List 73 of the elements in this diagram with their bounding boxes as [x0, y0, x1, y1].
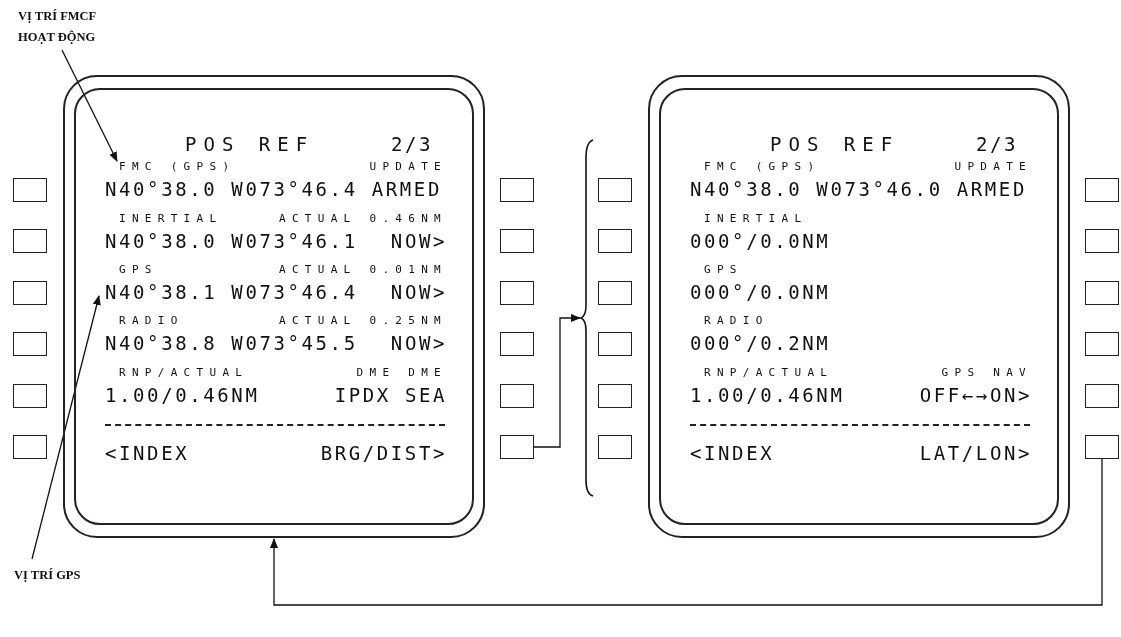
line-select-key [598, 384, 632, 408]
screen-text: 000°/0.0NM [690, 232, 831, 251]
display-screen [648, 75, 1070, 538]
screen-text: NOW> [390, 283, 447, 302]
line-select-key [13, 332, 47, 356]
line-select-key [500, 229, 534, 253]
screen-text: 000°/0.0NM [690, 283, 831, 302]
line-select-key [13, 435, 47, 459]
arrow [533, 314, 581, 448]
screen-text: <INDEX [105, 444, 190, 463]
line-select-key [13, 281, 47, 305]
line-select-key [1085, 281, 1119, 305]
screen-text: N40°38.8 W073°45.5 [105, 334, 358, 353]
line-select-key [1085, 384, 1119, 408]
screen-text: POS REF [185, 135, 315, 154]
line-select-key [1085, 229, 1119, 253]
line-select-key [500, 332, 534, 356]
screen-text: OFF←→ON> [919, 386, 1032, 405]
screen-text: LAT/LON> [919, 444, 1032, 463]
callout-label: VỊ TRÍ FMCF HOẠT ĐỘNG [18, 6, 128, 48]
screen-text: UPDATE [954, 161, 1032, 172]
screen-text: 2/3 [975, 135, 1018, 154]
screen-text: UPDATE [369, 161, 447, 172]
screen-text: NOW> [390, 232, 447, 251]
screen-text: RNP/ACTUAL [119, 367, 249, 378]
screen-text: RADIO [119, 315, 184, 326]
callout-label: VỊ TRÍ GPS [14, 565, 214, 586]
screen-text: BRG/DIST> [320, 444, 447, 463]
leader-line [61, 49, 118, 162]
line-select-key [500, 435, 534, 459]
screen-text: ACTUAL 0.46NM [279, 213, 447, 224]
screen-text: DME DME [356, 367, 447, 378]
line-select-key [500, 178, 534, 202]
leader-line [31, 295, 101, 560]
screen-text: N40°38.1 W073°46.4 [105, 283, 358, 302]
line-select-key [1085, 178, 1119, 202]
arrow [270, 458, 1103, 606]
screen-text: NOW> [390, 334, 447, 353]
screen-text: POS REF [770, 135, 900, 154]
line-select-key [598, 435, 632, 459]
screen-text: <INDEX [690, 444, 775, 463]
line-select-key [13, 384, 47, 408]
screen-text: 1.00/0.46NM [105, 386, 260, 405]
screen-text: N40°38.0 W073°46.4 ARMED [105, 180, 442, 199]
curly-brace [580, 138, 594, 498]
screen-text: INERTIAL [704, 213, 808, 224]
line-select-key [500, 281, 534, 305]
display-screen [63, 75, 485, 538]
screen-text: FMC (GPS) [119, 161, 236, 172]
line-select-key [598, 281, 632, 305]
screen-text: INERTIAL [119, 213, 223, 224]
screen-text: RNP/ACTUAL [704, 367, 834, 378]
line-select-key [13, 178, 47, 202]
line-select-key [598, 178, 632, 202]
screen-text: 2/3 [390, 135, 433, 154]
screen-text: 000°/0.2NM [690, 334, 831, 353]
screen-text: IPDX SEA [334, 386, 447, 405]
screen-text: N40°38.0 W073°46.1 [105, 232, 358, 251]
line-select-key [1085, 332, 1119, 356]
screen-text: 1.00/0.46NM [690, 386, 845, 405]
screen-text: N40°38.0 W073°46.0 ARMED [690, 180, 1027, 199]
line-select-key [598, 229, 632, 253]
screen-text: ACTUAL 0.01NM [279, 264, 447, 275]
screen-text: FMC (GPS) [704, 161, 821, 172]
screen-text: RADIO [704, 315, 769, 326]
line-select-key [500, 384, 534, 408]
screen-text: ACTUAL 0.25NM [279, 315, 447, 326]
screen-text: GPS NAV [941, 367, 1032, 378]
line-select-key [13, 229, 47, 253]
screen-text: GPS [119, 264, 158, 275]
line-select-key [598, 332, 632, 356]
line-select-key [1085, 435, 1119, 459]
screen-text: GPS [704, 264, 743, 275]
